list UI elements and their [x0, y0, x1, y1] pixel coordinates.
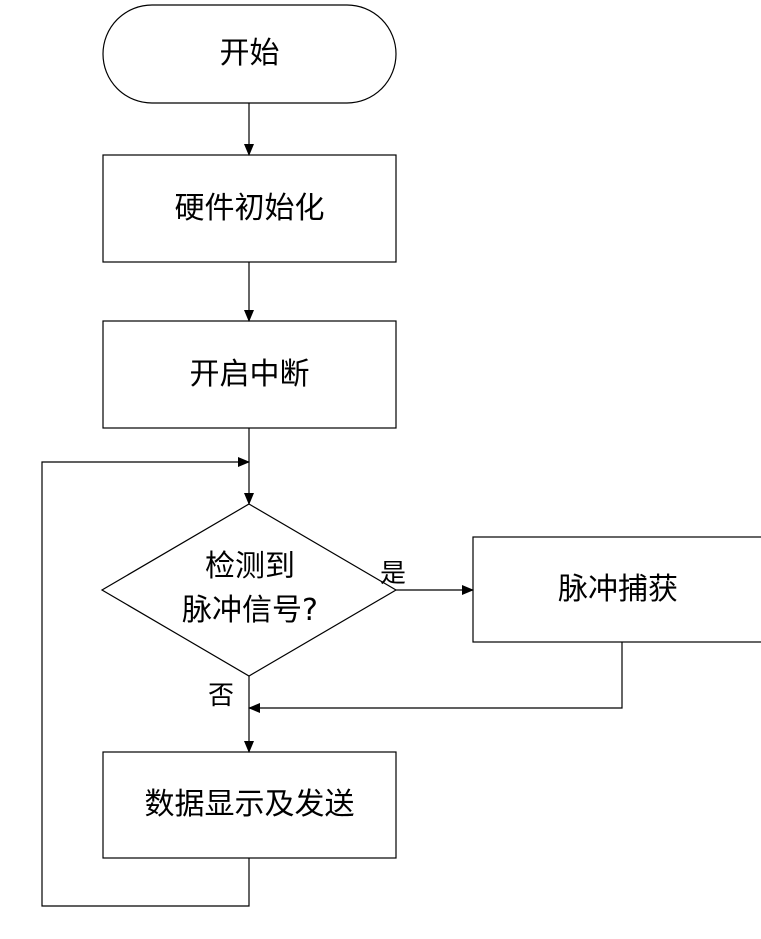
init-box: [102, 154, 397, 263]
capture-label: 脉冲捕获: [558, 572, 678, 607]
no-label: 否: [208, 681, 235, 711]
init-label: 硬件初始化: [174, 191, 325, 226]
arrow-capture-return: [248, 642, 623, 713]
start-label: 开始: [219, 36, 280, 71]
decision-label-line1: 检测到: [205, 549, 295, 584]
yes-label: 是: [380, 559, 407, 589]
enable-interrupt-label: 开启中断: [189, 357, 310, 392]
display-send-label: 数据显示及发送: [144, 787, 355, 822]
decision-diamond: [100, 503, 398, 677]
decision-label-line2: 脉冲信号?: [182, 593, 318, 628]
arrow-loop-back: [41, 457, 250, 907]
display-send-box: [102, 751, 397, 859]
